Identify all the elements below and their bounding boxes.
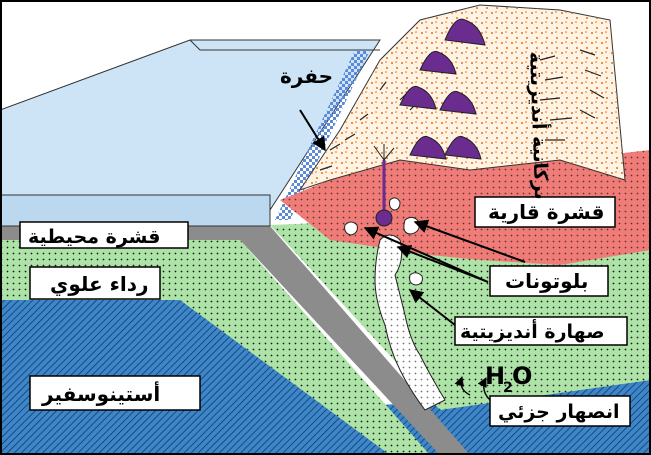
plutons-label: بلوتونات xyxy=(505,269,588,293)
upper-mantle-label-box xyxy=(29,266,161,300)
plutons-label-box xyxy=(489,265,609,297)
water-subscript: 2 xyxy=(503,380,513,396)
continental-crust-label-box xyxy=(474,196,616,228)
andesitic-magma-label-box xyxy=(454,316,628,346)
volcano-cone-icon xyxy=(419,50,457,75)
volcano-cone-icon xyxy=(409,135,447,160)
leader-lines xyxy=(299,109,526,326)
water-formula: H 2 O xyxy=(485,362,532,396)
oceanic-crust-label-box xyxy=(19,221,189,249)
partial-melting-label: انصهار جزئي xyxy=(498,401,619,423)
magma-conduit xyxy=(373,144,395,227)
volcano-cone-icon xyxy=(439,90,477,115)
ocean-block xyxy=(0,39,381,227)
continental-crust-label: قشرة قارية xyxy=(488,200,604,224)
partial-melting-label-box xyxy=(489,395,631,427)
volcano-cone-icon xyxy=(399,85,437,110)
water-o: O xyxy=(512,362,532,390)
volcano-cone-icon xyxy=(444,135,482,160)
oceanic-crust-label: قشرة محيطية xyxy=(28,226,160,248)
water-h: H xyxy=(485,362,505,390)
magma-blob-dots xyxy=(375,235,445,410)
trench-label: حفرة xyxy=(280,64,333,88)
oceanic-crust-band xyxy=(0,226,470,455)
andesitic-magma-label: صهارة أنديزيتية xyxy=(460,319,605,343)
asthenosphere-label-box xyxy=(29,375,201,411)
upper-mantle-label: رداء علوي xyxy=(50,272,149,297)
trench-strip xyxy=(275,50,370,220)
asthenosphere-label: أستينوسفير xyxy=(41,380,160,406)
melt-arrows xyxy=(454,376,491,401)
volcano-cone-icon xyxy=(444,18,486,46)
volcano-group xyxy=(399,18,486,160)
label-boxes xyxy=(19,196,631,427)
